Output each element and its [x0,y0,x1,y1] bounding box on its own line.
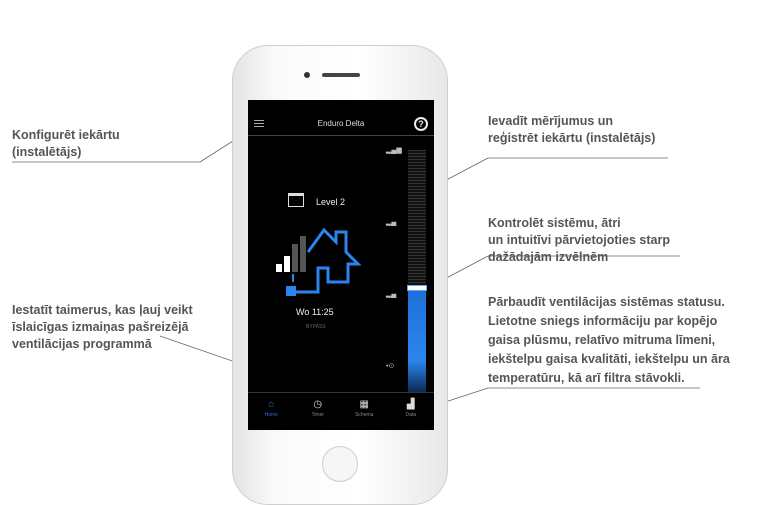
schedule-icon: ▦ [359,399,369,410]
annotation-configure: Konfigurēt iekārtu (instalētājs) [12,127,120,161]
annotation-text: gaisa plūsmu, relatīvo mitruma līmeni, [488,333,716,347]
annotation-text: Kontrolēt sistēmu, ātri [488,216,621,230]
annotation-text: dažādajām izvēlnēm [488,250,609,264]
fan-level-slider[interactable] [407,150,427,392]
tab-timer[interactable]: ◷ Timer [295,393,342,430]
signal-medium-icon: ▂▄ [386,219,397,226]
app-screen: Enduro Delta ? Level 2 Wo 11:25 BYPASS ▂… [248,100,434,430]
app-title: Enduro Delta [317,119,365,128]
house-plug-icon [276,227,362,296]
signal-low-icon: ▂▄ [386,291,397,298]
signal-high-icon: ▂▄▆ [386,147,402,154]
timer-icon: ◷ [313,399,323,410]
tab-home[interactable]: ⌂ Home [248,393,295,430]
annotation-text: Pārbaudīt ventilācijas sistēmas statusu. [488,295,725,309]
clock-time: Wo 11:25 [296,307,334,317]
home-icon: ⌂ [268,399,275,410]
app-header: Enduro Delta ? [248,112,434,136]
menu-icon[interactable] [254,120,264,127]
tab-label: Timer [311,412,325,418]
tab-schema[interactable]: ▦ Schema [341,393,388,430]
fan-off-icon: •⊙ [386,363,395,370]
tab-label: Data [405,412,417,418]
annotation-measure: Ievadīt mērījumus un reģistrēt iekārtu (i… [488,113,655,147]
annotation-control: Kontrolēt sistēmu, ātri un intuitīvi pārv… [488,215,670,266]
tab-label: Schema [355,412,374,418]
annotation-text: Ievadīt mērījumus un [488,114,614,128]
annotation-text: Konfigurēt iekārtu [12,128,120,142]
level-label: Level 2 [316,197,346,207]
slider-handle[interactable] [407,284,427,291]
annotation-text: īslaicīgas izmaiņas pašreizējā [12,320,189,334]
speaker [322,73,360,77]
tab-label: Home [264,412,278,418]
annotation-text: un intuitīvi pārvietojoties starp [488,233,670,247]
annotation-text: reģistrēt iekārtu (instalētājs) [488,131,656,145]
annotation-timers: Iestatīt taimerus, kas ļauj veikt īslaicī… [12,302,193,353]
calendar-icon[interactable] [288,193,304,207]
help-icon[interactable]: ? [414,117,428,131]
annotation-text: Lietotne sniegs informāciju par kopējo [488,314,718,328]
chart-icon: ▟ [406,399,415,410]
annotation-status: Pārbaudīt ventilācijas sistēmas statusu.… [488,293,730,388]
front-camera [304,72,310,78]
home-button[interactable] [322,446,358,482]
annotation-text: temperatūru, kā arī filtra stāvokli. [488,371,685,385]
annotation-text: Iestatīt taimerus, kas ļauj veikt [12,303,193,317]
slider-fill [408,287,426,392]
tab-bar: ⌂ Home ◷ Timer ▦ Schema ▟ Data [248,392,434,430]
annotation-text: ventilācijas programmā [12,337,152,351]
annotation-text: (instalētājs) [12,145,82,159]
annotation-text: iekštelpu gaisa kvalitāti, iekštelpu un … [488,352,730,366]
bypass-indicator: BYPASS [306,324,326,330]
tab-data[interactable]: ▟ Data [388,393,435,430]
